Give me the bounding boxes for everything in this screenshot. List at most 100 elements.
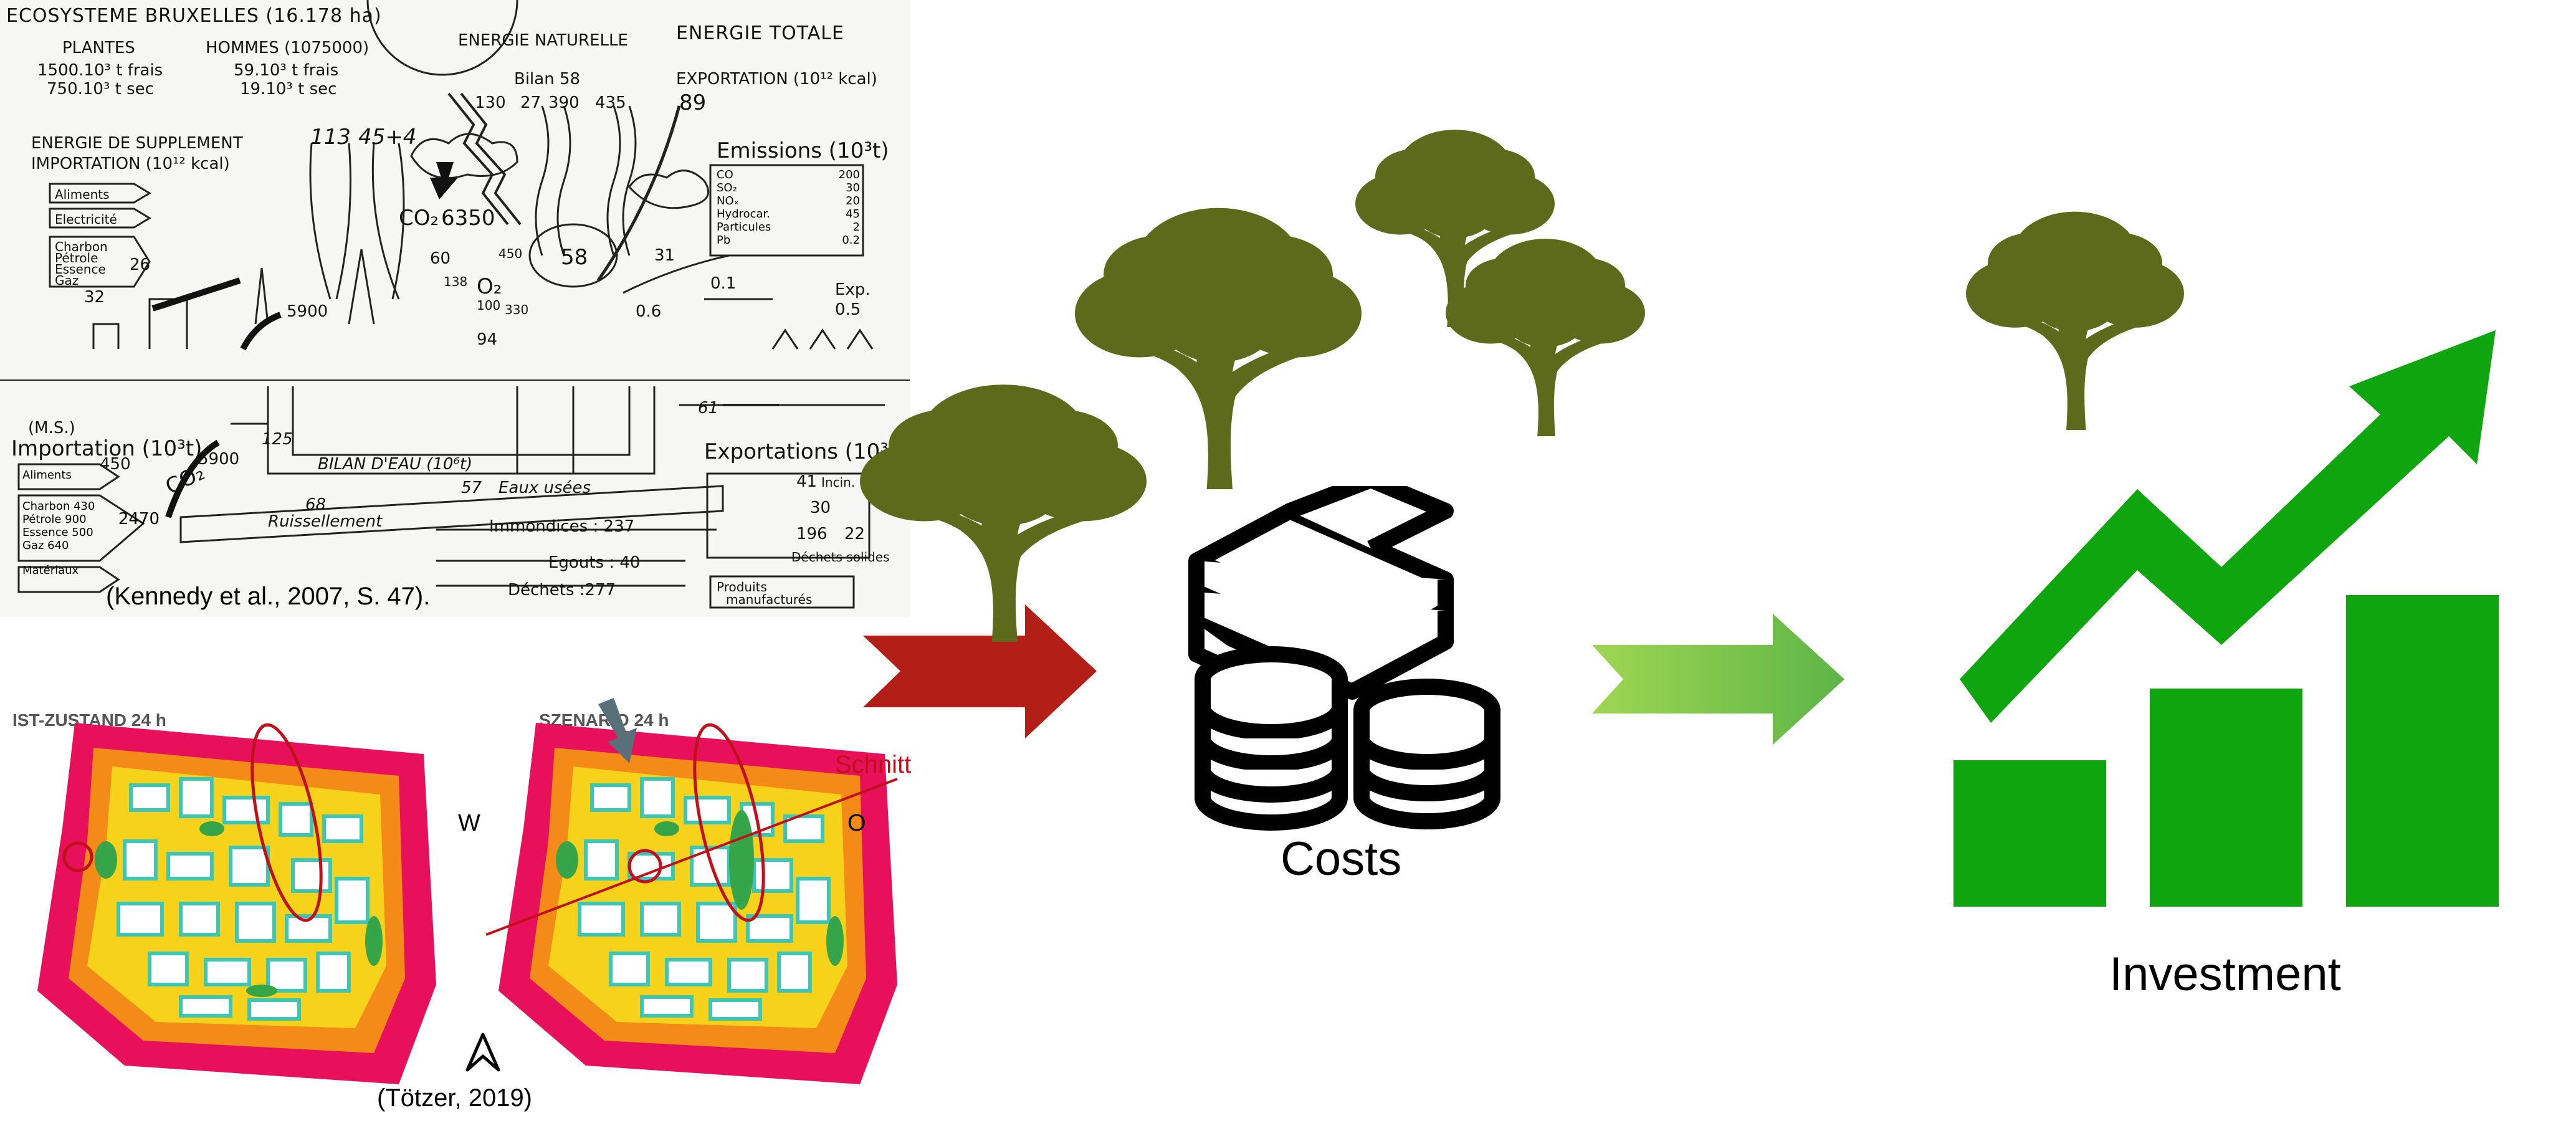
value-94: 94 [477, 330, 498, 349]
tree-icon [1446, 239, 1645, 436]
investment-text: Investment [2109, 948, 2341, 1001]
import-value: 2470 [118, 510, 160, 528]
value-89: 89 [679, 90, 707, 115]
value-27: 27 [520, 93, 541, 112]
emission-value: 45 [846, 208, 860, 221]
value-32: 32 [84, 288, 105, 307]
charbon-label: Charbon [55, 239, 108, 254]
supplement-label: ENERGIE DE SUPPLEMENT [31, 134, 243, 153]
import-name: Matériaux [22, 564, 79, 577]
value-5900a: 5900 [287, 302, 328, 321]
value-41: 41 [796, 472, 818, 491]
egouts-label: Egouts : 40 [548, 553, 641, 572]
arrow-right-icon [1592, 614, 1844, 745]
growth-arrow [1960, 330, 2496, 723]
energie-totale: ENERGIE TOTALE [676, 22, 844, 44]
value-130: 130 [475, 93, 506, 112]
value-60: 60 [430, 249, 451, 268]
value-6350: 6350 [441, 206, 495, 231]
energie-naturelle: ENERGIE NATURELLE [458, 31, 628, 50]
ruissellement: Ruissellement [268, 512, 383, 531]
import-name: Gaz 640 [22, 539, 69, 552]
importation-kcal: IMPORTATION (10¹² kcal) [31, 155, 230, 173]
arrow-right-icon [863, 604, 1097, 738]
dechets-solides: Déchets solides [791, 550, 890, 565]
schnitt-label: Schnitt [835, 751, 912, 778]
value-450: 450 [499, 246, 523, 261]
value-330: 330 [505, 302, 529, 317]
growth-bar [2346, 595, 2499, 907]
emission-name: Hydrocar. [717, 208, 771, 221]
import-name: Essence 500 [22, 526, 93, 539]
produits-label: Produits [717, 580, 767, 594]
o2-label: O₂ [477, 274, 502, 299]
import-row: Gaz 640 [22, 539, 178, 564]
import-row: Essence 500 [22, 526, 178, 539]
manufactures-label: manufacturés [726, 592, 813, 607]
import-name: Aliments [22, 469, 72, 482]
import-row: Matériaux [22, 564, 178, 577]
incin-label: Incin. [821, 475, 856, 490]
heatmap-ist [37, 723, 436, 1084]
value-61: 61 [698, 399, 719, 418]
emission-name: NOₓ [717, 194, 739, 208]
ecosystem-drawing [0, 0, 910, 609]
plantes-frais: 1500.10³ t frais [37, 61, 163, 80]
tree-icon [1075, 208, 1362, 489]
value-113: 113 [310, 125, 351, 150]
east-label: O [847, 810, 866, 836]
value-5900b: 5900 [198, 450, 240, 469]
bilan-eau: BILAN D'EAU (10⁶t) [318, 455, 473, 474]
hommes-sec: 19.10³ t sec [240, 80, 337, 98]
costs-label: Costs [1281, 833, 1402, 885]
petrole-label: Pétrole [55, 251, 98, 265]
value-26: 26 [130, 255, 151, 274]
gaz-label: Gaz [55, 273, 79, 288]
eco-title: ECOSYSTEME BRUXELLES (16.178 ha) [6, 5, 382, 27]
value-450b: 450 [100, 455, 131, 474]
hommes-label: HOMMES (1075000) [206, 39, 370, 57]
aliments-label: Aliments [55, 187, 110, 202]
exportation-kcal: EXPORTATION (10¹² kcal) [676, 70, 877, 88]
value-0-6: 0.6 [636, 302, 662, 321]
emission-row: Pb 0.2 [717, 234, 860, 247]
north-arrow-icon [465, 1033, 500, 1072]
value-390: 390 [548, 93, 580, 112]
value-125: 125 [262, 430, 293, 449]
value-58: 58 [561, 245, 588, 270]
kennedy-citation: (Kennedy et al., 2007, S. 47). [106, 583, 431, 610]
emission-row: Particules 2 [717, 221, 860, 234]
value-196: 196 [796, 525, 828, 543]
value-0-1: 0.1 [710, 274, 737, 293]
value-68: 68 [305, 495, 327, 514]
emission-value: 200 [838, 168, 860, 181]
schnitt-line [485, 778, 898, 936]
value-22: 22 [844, 525, 866, 543]
investment-label: Investment [2109, 941, 2341, 1003]
exp-label: Exp. [835, 280, 871, 299]
emission-name: Particules [717, 221, 771, 234]
hommes-frais: 59.10³ t frais [234, 61, 339, 80]
emission-value: 2 [852, 221, 860, 234]
value-435: 435 [595, 93, 626, 112]
emission-value: 0.2 [842, 234, 860, 247]
wind-arrow-icon [598, 698, 637, 763]
growth-bar [2150, 689, 2302, 907]
emission-name: Pb [717, 234, 731, 247]
value-138: 138 [444, 274, 468, 289]
ms-label: (M.S.) [28, 419, 75, 437]
immondices-label: Immondices : 237 [489, 517, 635, 536]
eaux-usees: Eaux usées [499, 479, 591, 497]
co2-label: CO₂ [399, 206, 439, 231]
value-57: 57 [461, 479, 482, 497]
value-0-5: 0.5 [835, 300, 861, 319]
emission-name: SO₂ [717, 181, 737, 194]
value-30: 30 [810, 499, 831, 517]
essence-label: Essence [55, 262, 106, 277]
